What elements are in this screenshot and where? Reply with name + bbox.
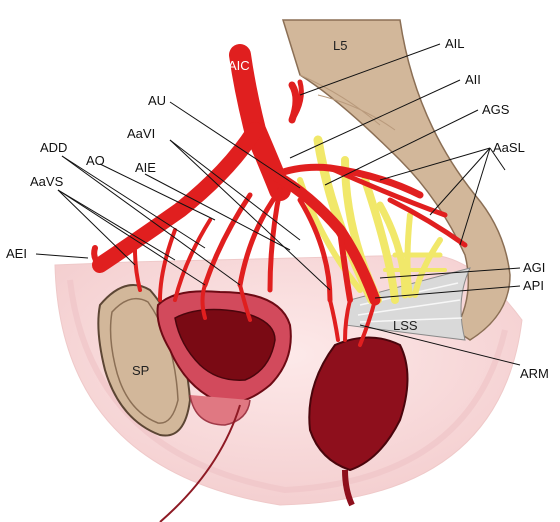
- label-aei: AEI: [6, 246, 27, 261]
- label-add: ADD: [40, 140, 67, 155]
- label-arm: ARM: [520, 366, 549, 381]
- label-agi: AGI: [523, 260, 545, 275]
- label-aavi: AaVI: [127, 126, 155, 141]
- label-aavs: AaVS: [30, 174, 64, 189]
- label-lss: LSS: [393, 318, 418, 333]
- label-aii: AII: [465, 72, 481, 87]
- label-sp: SP: [132, 363, 149, 378]
- label-au: AU: [148, 93, 166, 108]
- label-api: API: [523, 278, 544, 293]
- label-aic: AIC: [228, 58, 250, 73]
- label-ao: AO: [86, 153, 105, 168]
- label-ail: AIL: [445, 36, 465, 51]
- label-l5: L5: [333, 38, 347, 53]
- label-aasl: AaSL: [493, 140, 525, 155]
- label-ags: AGS: [482, 102, 510, 117]
- label-aie: AIE: [135, 160, 156, 175]
